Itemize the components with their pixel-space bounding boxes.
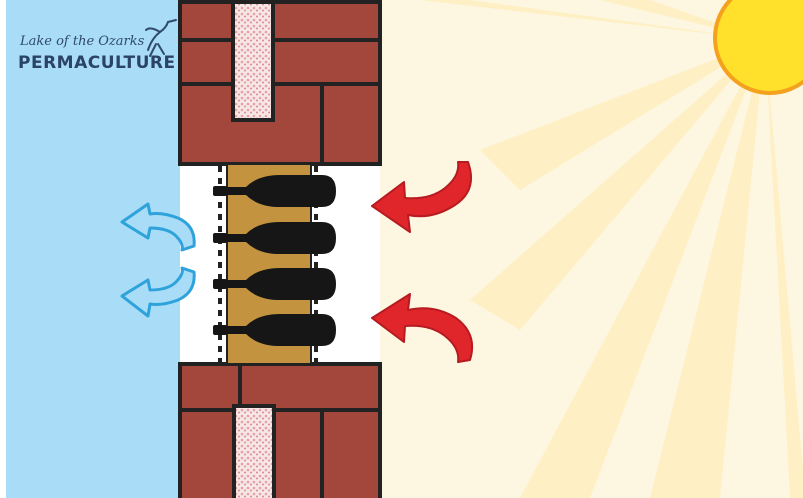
sun-icon [713,0,803,95]
bottle-icon [213,222,336,254]
warm-air-arrow-icon [371,293,474,363]
bottle-icon [213,314,336,346]
lower-mortar-column [232,404,276,498]
bottle-icon [213,268,336,300]
upper-brick-wall [178,0,382,166]
sun-rays [420,0,803,498]
logo-brand-text: PERMACULTURE [18,53,176,73]
heron-icon [145,19,177,57]
bottle-icon [213,175,336,207]
cool-air-arrow-icon [120,266,196,318]
lower-brick-wall [178,362,382,498]
logo: Lake of the Ozarks PERMACULTURE [14,20,184,80]
cool-air-arrows [120,202,196,318]
warm-air-arrow-icon [371,161,472,233]
cool-air-arrow-icon [120,202,196,252]
left-border [0,0,6,498]
warm-air-arrows [371,161,474,363]
logo-script-text: Lake of the Ozarks [20,34,145,49]
cool-side-background [0,0,180,498]
upper-mortar-column [231,0,275,122]
bottles [213,175,336,346]
